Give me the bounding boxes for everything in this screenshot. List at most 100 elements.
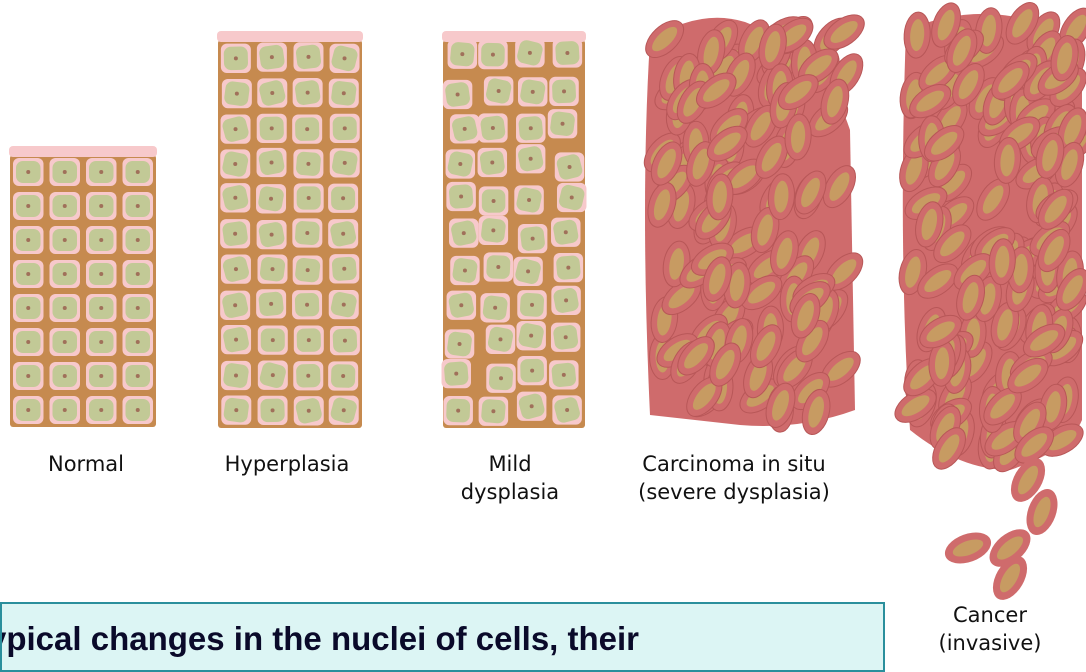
mild-dysplasia-label-line-1: Mild [450,450,570,478]
hyperplasia-nucleus [234,373,238,377]
hyperplasia-nucleus [269,302,273,306]
hyperplasia-nucleus [307,409,311,413]
normal-nucleus [136,272,140,276]
hyperplasia-nucleus [233,303,237,307]
caption-text: ypical changes in the nuclei of cells, t… [0,620,639,658]
hyperplasia-nucleus [270,233,274,237]
mild-dysplasia-illustration [442,31,587,428]
mild-dysplasia-nucleus [458,162,462,166]
hyperplasia-nucleus [341,196,345,200]
mild-dysplasia-nucleus [491,409,495,413]
mild-dysplasia-nucleus [527,198,531,202]
normal-nucleus [136,340,140,344]
hyperplasia-nucleus [305,303,309,307]
hyperplasia-nucleus [270,126,274,130]
carcinoma-in-situ-label-line-2: (severe dysplasia) [632,478,836,506]
normal-nucleus [136,408,140,412]
hyperplasia-nucleus [233,196,237,200]
normal-nucleus [26,408,30,412]
mild-dysplasia-nucleus [497,89,501,93]
mild-dysplasia-nucleus [530,369,534,373]
mild-dysplasia-nucleus [528,51,532,55]
carcinoma-in-situ-label: Carcinoma in situ (severe dysplasia) [632,450,836,506]
mild-dysplasia-nucleus [498,337,502,341]
normal-nucleus [99,374,103,378]
mild-dysplasia-nucleus [561,122,565,126]
hyperplasia-nucleus [270,55,274,59]
mild-dysplasia-nucleus [564,230,568,234]
normal-nucleus [99,408,103,412]
invasive-cancer-escaping-cell [941,527,996,570]
normal-nucleus [99,272,103,276]
normal-nucleus [136,204,140,208]
mild-dysplasia-nucleus [491,126,495,130]
hyperplasia-nucleus [306,91,310,95]
mild-dysplasia-nucleus [454,372,458,376]
hyperplasia-nucleus [342,91,346,95]
mild-dysplasia-nucleus [496,265,500,269]
hyperplasia-nucleus [343,161,347,165]
hyperplasia-nucleus [234,338,238,342]
hyperplasia-nucleus [305,127,309,131]
normal-nucleus [26,170,30,174]
hyperplasia-illustration [217,31,363,428]
mild-dysplasia-nucleus [566,266,570,270]
hyperplasia-label: Hyperplasia [206,450,368,478]
normal-nucleus [63,204,67,208]
hyperplasia-nucleus [342,267,346,271]
mild-dysplasia-label-line-2: dysplasia [450,478,570,506]
mild-dysplasia-nucleus [463,268,467,272]
hyperplasia-nucleus [269,197,273,201]
hyperplasia-nucleus [307,196,311,200]
mild-dysplasia-nucleus [493,306,497,310]
mild-dysplasia-nucleus [562,89,566,93]
mild-dysplasia-nucleus [565,51,569,55]
hyperplasia-nucleus [234,127,238,131]
normal-nucleus [63,408,67,412]
mild-dysplasia-nucleus [492,199,496,203]
invasive-cancer-illustration [889,0,1086,606]
normal-nucleus [99,340,103,344]
mild-dysplasia-nucleus [529,157,533,161]
mild-dysplasia-label: Mild dysplasia [450,450,570,506]
normal-nucleus [136,238,140,242]
normal-nucleus [26,204,30,208]
invasive-cancer-label-line-2: (invasive) [930,629,1050,657]
normal-nucleus [63,170,67,174]
hyperplasia-nucleus [342,408,346,412]
hyperplasia-nucleus [270,91,274,95]
hyperplasia-nucleus [341,374,345,378]
hyperplasia-nucleus [271,373,275,377]
hyperplasia-nucleus [306,55,310,59]
normal-surface-layer [9,146,157,157]
mild-dysplasia-nucleus [530,404,534,408]
mild-dysplasia-nucleus [499,376,503,380]
normal-nucleus [99,170,103,174]
mild-dysplasia-nucleus [459,303,463,307]
hyperplasia-nucleus [305,231,309,235]
hyperplasia-nucleus [343,339,347,343]
mild-dysplasia-nucleus [491,228,495,232]
mild-dysplasia-nucleus [458,342,462,346]
carcinoma-in-situ-illustration [637,8,870,437]
mild-dysplasia-nucleus [562,373,566,377]
normal-nucleus [26,238,30,242]
normal-nucleus [136,306,140,310]
normal-nucleus [26,340,30,344]
hyperplasia-nucleus [234,408,238,412]
hyperplasia-nucleus [234,56,238,60]
invasive-cancer-label-line-1: Cancer [930,601,1050,629]
normal-nucleus [136,374,140,378]
normal-label-line-1: Normal [38,450,134,478]
normal-nucleus [63,306,67,310]
mild-dysplasia-nucleus [463,127,467,131]
hyperplasia-nucleus [234,267,238,271]
hyperplasia-nucleus [271,267,275,271]
hyperplasia-nucleus [306,268,310,272]
caption-box: ypical changes in the nuclei of cells, t… [0,602,885,672]
hyperplasia-nucleus [307,338,311,342]
normal-nucleus [26,374,30,378]
mild-dysplasia-nucleus [531,237,535,241]
mild-dysplasia-nucleus [530,303,534,307]
mild-dysplasia-nucleus [529,126,533,130]
